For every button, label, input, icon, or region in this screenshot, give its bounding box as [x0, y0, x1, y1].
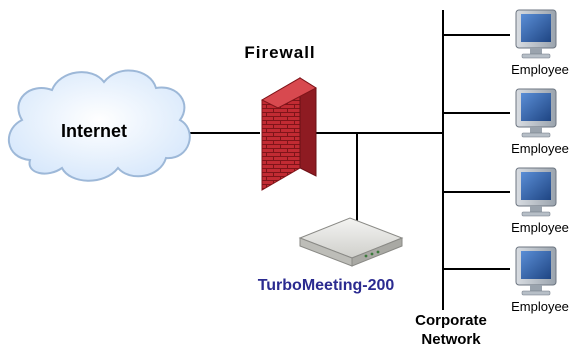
turbomeeting-label: TurboMeeting-200 — [258, 277, 395, 294]
firewall-icon — [260, 77, 318, 191]
internet-cloud: Internet — [7, 69, 191, 182]
monitor-icon — [515, 167, 557, 217]
employee-label: Employee — [511, 220, 569, 235]
employee-node: Employee — [511, 167, 569, 235]
employee-node: Employee — [511, 88, 569, 156]
employee-node: Employee — [511, 246, 569, 314]
employee-label: Employee — [511, 141, 569, 156]
turbomeeting-node: TurboMeeting-200 — [258, 217, 404, 294]
internet-label: Internet — [61, 121, 127, 141]
corporate-label-line1: Corporate — [415, 312, 487, 329]
firewall-label: Firewall — [244, 43, 315, 62]
cloud-icon — [7, 69, 191, 182]
employee-label: Employee — [511, 299, 569, 314]
monitor-icon — [515, 88, 557, 138]
employee-node: Employee — [511, 9, 569, 77]
connection-lines — [178, 10, 510, 310]
turbomeeting-device-icon — [298, 217, 404, 267]
corporate-network-label: Corporate Network — [415, 312, 487, 348]
monitor-icon — [515, 246, 557, 296]
monitor-icon — [515, 9, 557, 59]
firewall-node: Firewall — [244, 43, 318, 191]
corporate-label-line2: Network — [421, 331, 481, 348]
employee-label: Employee — [511, 62, 569, 77]
